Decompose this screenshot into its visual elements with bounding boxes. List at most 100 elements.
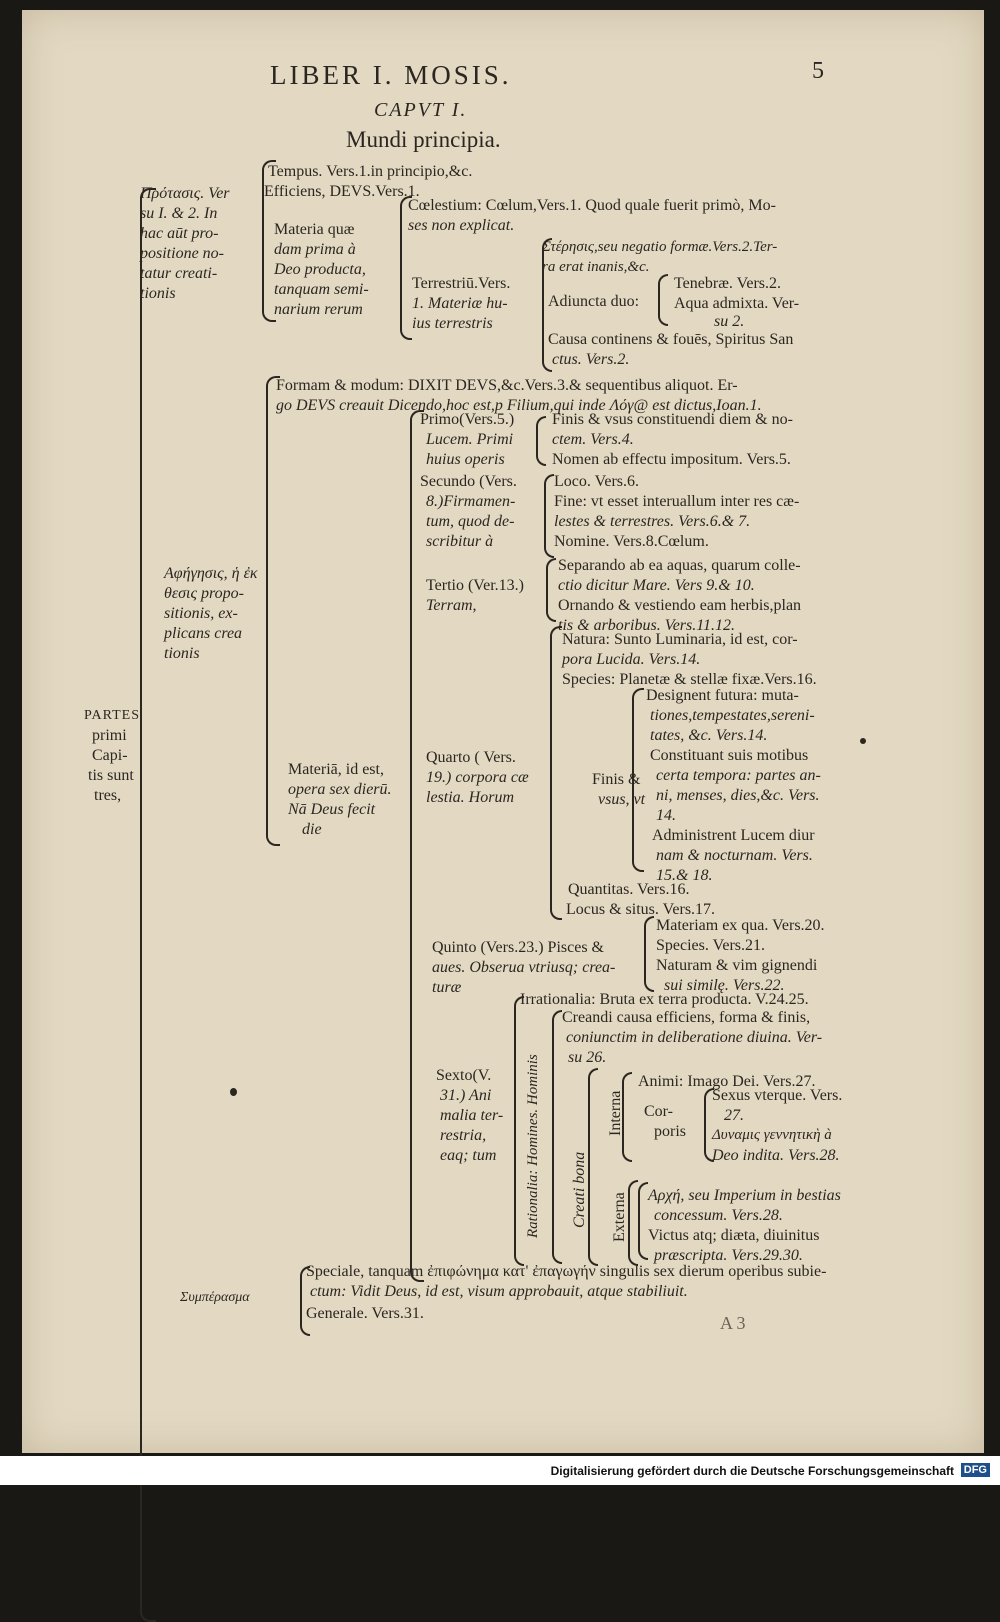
quarto-finis-label: Finis & bbox=[592, 771, 641, 788]
aphegesis-text: plicans crea bbox=[164, 625, 243, 642]
sexto-corporis: Cor- bbox=[644, 1103, 674, 1120]
brace-protasis bbox=[262, 160, 276, 322]
sexto-corporis: poris bbox=[654, 1123, 686, 1140]
formam-entry: Formam & modum: DIXIT DEVS,&c.Vers.3.& s… bbox=[276, 377, 738, 394]
quarto-entry: 19.) corpora cæ bbox=[426, 769, 529, 786]
sexto-interna: Interna bbox=[607, 1090, 624, 1136]
tertio-ornando: Ornando & vestiendo eam herbis,plan bbox=[558, 597, 802, 614]
brace-creati bbox=[588, 1068, 598, 1266]
quarto-designent: tates, &c. Vers.14. bbox=[650, 727, 768, 744]
brace-externa-items bbox=[638, 1182, 648, 1260]
quinto-naturam: Naturam & vim gignendi bbox=[656, 957, 818, 974]
quarto-constituant: Constituant suis motibus bbox=[650, 747, 809, 764]
materiam-entry: Nā Deus fecit bbox=[288, 801, 376, 818]
tertio-separando: Separando ab ea aquas, quarum colle- bbox=[558, 557, 801, 574]
primo-entry: Lucem. Primi bbox=[426, 431, 514, 448]
brace-aphegesis bbox=[266, 376, 280, 846]
tertio-entry: Terram, bbox=[426, 597, 477, 614]
materia-entry: dam prima à bbox=[274, 241, 356, 258]
sexto-rationalia: Rationalia: Homines. Hominis bbox=[525, 1054, 541, 1238]
primo-entry: Primo(Vers.5.) bbox=[420, 411, 515, 428]
sexto-dynamis: Deo indita. Vers.28. bbox=[712, 1147, 840, 1164]
brace-corporis bbox=[704, 1088, 714, 1162]
quarto-constituant: ni, menses, dies,&c. Vers. bbox=[656, 787, 820, 804]
caelestium-entry: Cœlestium: Cœlum,Vers.1. Quod quale fuer… bbox=[408, 197, 776, 214]
running-title: LIBER I. MOSIS. bbox=[270, 60, 512, 90]
brace-main bbox=[140, 188, 156, 1622]
sexto-entry: Sexto(V. bbox=[436, 1067, 492, 1084]
sexto-creandi: su 26. bbox=[568, 1049, 607, 1066]
quarto-administrent: Administrent Lucem diur bbox=[652, 827, 815, 844]
sexto-animi: Animi: Imago Dei. Vers.27. bbox=[638, 1073, 816, 1090]
quarto-natura: pora Lucida. Vers.14. bbox=[562, 651, 701, 668]
quarto-entry: lestia. Horum bbox=[426, 789, 514, 806]
brace-sexto bbox=[514, 996, 524, 1266]
caelestium-entry: ses non explicat. bbox=[408, 217, 515, 234]
quarto-natura: Natura: Sunto Luminaria, id est, cor- bbox=[562, 631, 798, 648]
sexto-creandi: coniunctim in deliberatione diuina. Ver- bbox=[566, 1029, 823, 1046]
materiam-entry: opera sex dierū. bbox=[288, 781, 392, 798]
quarto-constituant: certa tempora: partes an- bbox=[656, 767, 821, 784]
efficiens-entry: Efficiens, DEVS.Vers.1. bbox=[264, 183, 420, 200]
partes-line: tis sunt bbox=[88, 767, 134, 784]
quarto-entry: Quarto ( Vers. bbox=[426, 749, 516, 766]
footer-bar: Digitalisierung gefördert durch die Deut… bbox=[0, 1456, 1000, 1485]
quarto-species: Species: Planetæ & stellæ fixæ.Vers.16. bbox=[562, 671, 817, 688]
sexto-arche: Αρχή, seu Imperium in bestias bbox=[648, 1187, 841, 1204]
causa-entry: Causa continens & fouēs, Spiritus San bbox=[548, 331, 794, 348]
quarto-designent: Designent futura: muta- bbox=[646, 687, 799, 704]
aqua-entry: Aqua admixta. Ver- bbox=[674, 295, 800, 312]
partes-line: Capi- bbox=[92, 747, 128, 764]
quinto-materiam: Materiam ex qua. Vers.20. bbox=[656, 917, 825, 934]
generale-entry: Generale. Vers.31. bbox=[306, 1305, 424, 1322]
speciale-entry: Speciale, tanquam ἐπιφώνημα κατ' ἐπαγωγή… bbox=[306, 1263, 827, 1280]
primo-finis: Finis & vsus constituendi diem & no- bbox=[552, 411, 793, 428]
secundo-entry: scribitur à bbox=[426, 533, 494, 550]
sexto-externa: Externa bbox=[611, 1192, 628, 1242]
protasis-text: tionis bbox=[140, 285, 176, 302]
protasis-text: Πρότασις. Ver bbox=[140, 185, 230, 202]
protasis-text: tatur creati- bbox=[140, 265, 218, 282]
sexto-sexus: Sexus vterque. Vers. bbox=[712, 1087, 843, 1104]
chapter-heading: CAPVT I. bbox=[374, 99, 468, 121]
chapter-subtitle: Mundi principia. bbox=[346, 127, 501, 152]
sexto-entry: eaq; tum bbox=[440, 1147, 497, 1164]
page-signature: A 3 bbox=[720, 1313, 746, 1333]
secundo-fine: lestes & terrestres. Vers.6.& 7. bbox=[554, 513, 751, 530]
brace-externa bbox=[628, 1180, 638, 1266]
brace-primo bbox=[536, 416, 546, 466]
secundo-entry: 8.)Firmamen- bbox=[426, 493, 516, 510]
brace-dies bbox=[410, 410, 424, 1282]
sexto-entry: malia ter- bbox=[440, 1107, 504, 1124]
steresis-entry: ra erat inanis,&c. bbox=[542, 259, 650, 275]
book-page: LIBER I. MOSIS. 5 CAPVT I. Mundi princip… bbox=[22, 10, 984, 1622]
sexto-victus: Victus atq; diæta, diuinitus bbox=[648, 1227, 820, 1244]
brace-adiuncta bbox=[658, 274, 668, 326]
formam-entry: go DEVS creauit Dicendo,hoc est,p Filium… bbox=[276, 397, 762, 414]
sexto-irrationalia: Irrationalia: Bruta ex terra producta. V… bbox=[520, 991, 809, 1008]
quinto-entry: Quinto (Vers.23.) Pisces & bbox=[432, 939, 604, 956]
primo-finis: ctem. Vers.4. bbox=[552, 431, 634, 448]
brace-terrestrium bbox=[542, 238, 552, 372]
adiuncta-label: Adiuncta duo: bbox=[548, 293, 640, 310]
primo-nomen: Nomen ab effectu impositum. Vers.5. bbox=[552, 451, 791, 468]
secundo-loco: Loco. Vers.6. bbox=[554, 473, 640, 490]
aphegesis-text: Αφήγησις, ἡ ἐκ bbox=[164, 565, 258, 582]
brace-rationalia bbox=[552, 1010, 562, 1264]
quarto-administrent: 15.& 18. bbox=[656, 867, 713, 884]
footer-credit[interactable]: Digitalisierung gefördert durch die Deut… bbox=[550, 1464, 954, 1478]
sexto-creati: Creati bona bbox=[571, 1151, 588, 1228]
primo-entry: huius operis bbox=[426, 451, 505, 468]
partes-label: PARTES bbox=[84, 708, 140, 723]
brace-interna bbox=[622, 1072, 632, 1162]
causa-entry: ctus. Vers.2. bbox=[552, 351, 630, 368]
quarto-quantitas: Quantitas. Vers.16. bbox=[568, 881, 690, 898]
tertio-separando: ctio dicitur Mare. Vers 9.& 10. bbox=[558, 577, 755, 594]
quinto-entry: aues. Obserua vtriusq; crea- bbox=[432, 959, 616, 976]
symperasma-label: Συμπέρασμα bbox=[180, 1290, 250, 1305]
ink-spot bbox=[230, 1088, 237, 1096]
secundo-entry: Secundo (Vers. bbox=[420, 473, 517, 490]
aphegesis-text: tionis bbox=[164, 645, 200, 662]
secundo-nomine: Nomine. Vers.8.Cœlum. bbox=[554, 533, 709, 550]
dfg-logo[interactable]: DFG bbox=[960, 1463, 990, 1477]
